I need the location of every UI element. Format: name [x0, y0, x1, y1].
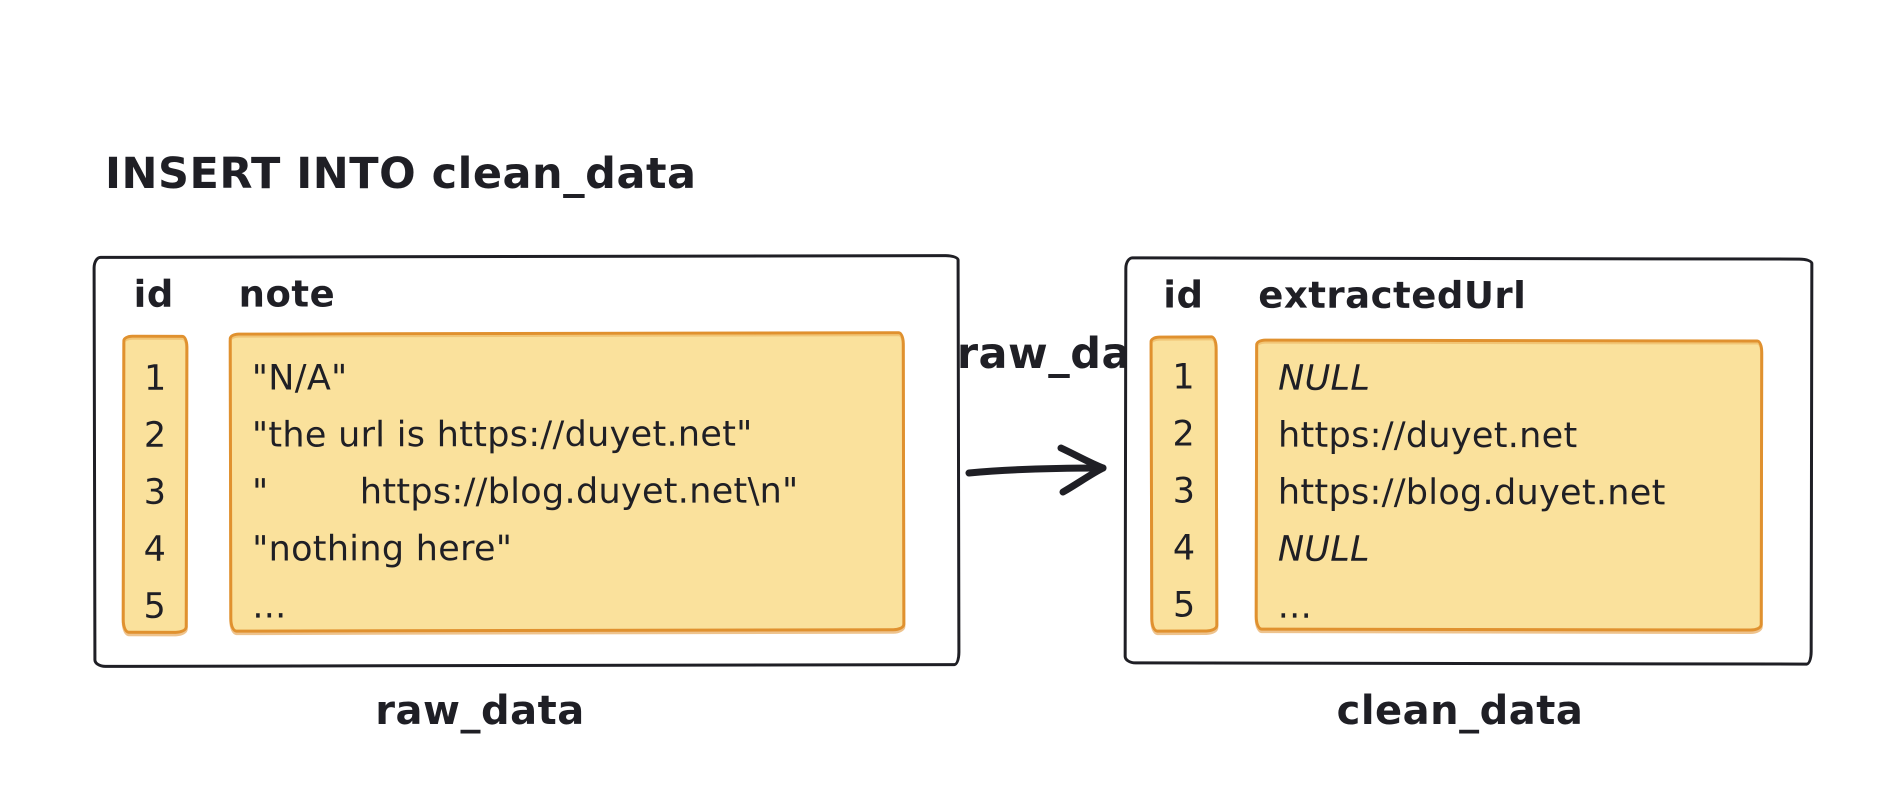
raw-data-id-column: 1 2 3 4 5 — [121, 334, 189, 634]
raw-data-note-cell: "nothing here" — [252, 529, 513, 570]
clean-data-url-cell: NULL — [1278, 358, 1371, 399]
raw-data-id-cell: 1 — [143, 358, 167, 399]
raw-data-note-column: "N/A" "the url is https://duyet.net" " h… — [228, 331, 906, 633]
raw-data-note-cell: "the url is https://duyet.net" — [251, 414, 753, 456]
raw-data-table: id note 1 2 3 4 5 "N/A" "the url is http… — [92, 254, 961, 668]
clean-data-id-cell: 5 — [1172, 585, 1196, 626]
raw-data-id-cell: 5 — [143, 586, 167, 627]
raw-data-note-cell: " https://blog.duyet.net\n" — [252, 471, 799, 513]
raw-data-id-cell: 3 — [143, 472, 167, 513]
clean-data-id-cell: 2 — [1172, 414, 1196, 455]
raw-data-note-column-header: note — [238, 272, 336, 316]
raw-data-table-caption: raw_data — [375, 688, 585, 734]
transform-arrow-icon — [965, 444, 1107, 496]
clean-data-url-column-header: extractedUrl — [1258, 273, 1527, 318]
clean-data-url-cell: NULL — [1277, 529, 1370, 570]
clean-data-id-cell: 1 — [1172, 357, 1196, 398]
sql-line-insert: INSERT INTO clean_data — [105, 149, 697, 199]
clean-data-table-caption: clean_data — [1336, 688, 1584, 734]
raw-data-note-cell: ... — [252, 586, 287, 627]
clean-data-id-column-header: id — [1163, 273, 1204, 317]
raw-data-id-cell: 4 — [143, 529, 167, 570]
clean-data-url-cell: https://duyet.net — [1278, 415, 1578, 457]
clean-data-url-cell: https://blog.duyet.net — [1277, 472, 1666, 514]
clean-data-url-cell: ... — [1277, 586, 1313, 627]
clean-data-table: id extractedUrl 1 2 3 4 5 NULL https://d… — [1123, 256, 1814, 666]
clean-data-id-column: 1 2 3 4 5 — [1149, 335, 1219, 633]
clean-data-id-cell: 4 — [1172, 528, 1196, 569]
clean-data-url-column: NULL https://duyet.net https://blog.duye… — [1254, 338, 1764, 632]
raw-data-note-cell: "N/A" — [251, 358, 348, 399]
raw-data-id-column-header: id — [133, 272, 174, 316]
raw-data-id-cell: 2 — [143, 415, 167, 456]
clean-data-id-cell: 3 — [1172, 471, 1196, 512]
